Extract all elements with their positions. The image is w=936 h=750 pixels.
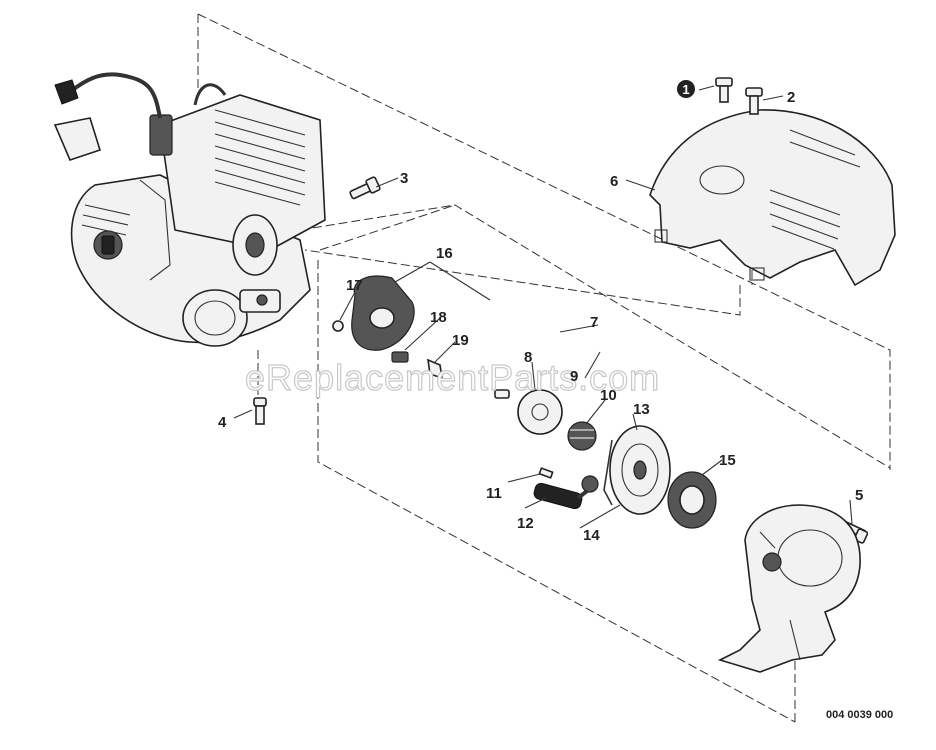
recoil-spring [567,421,597,451]
cover-vents [769,129,861,250]
watermark: eReplacementParts.com [245,357,660,398]
callout-2: 2 [787,89,795,106]
callout-1: 1 [682,82,689,97]
screw-2 [745,87,763,115]
callout-8: 8 [524,349,532,366]
callout-3: 3 [400,170,408,187]
callout-10: 10 [600,387,617,404]
screw-4 [253,397,267,425]
callout-18: 18 [430,309,447,326]
drawing-number: 004 0039 000 [826,709,893,721]
recoil-starter-parts [494,389,717,529]
callout-12: 12 [517,515,534,532]
callout-17: 17 [346,277,363,294]
callout-7: 7 [590,314,598,331]
screw-3 [349,176,381,200]
leader-lines [233,85,853,529]
screw-1 [715,77,733,103]
starter-housing [717,504,861,673]
callout-5: 5 [855,487,863,504]
assembly-boundaries [197,13,891,723]
callout-16: 16 [436,245,453,262]
callout-9: 9 [570,368,578,385]
top-engine-cover [649,109,896,287]
callout-14: 14 [583,527,600,544]
callout-11: 11 [486,485,502,502]
cylinder-fins [214,109,306,206]
callout-1-circle [677,80,695,98]
callout-19: 19 [452,332,469,349]
clutch-shoe-assembly [332,275,443,380]
callout-4: 4 [218,414,227,431]
callout-6: 6 [610,173,618,190]
callout-13: 13 [633,401,650,418]
part-callouts: 1 2 3 4 5 6 7 8 9 10 11 12 13 14 15 16 1… [218,80,863,544]
engine-assembly [53,72,326,347]
callout-15: 15 [719,452,736,469]
